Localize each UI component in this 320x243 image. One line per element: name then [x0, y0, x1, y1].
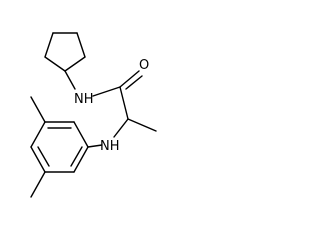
methyl-bond — [30, 171, 46, 198]
atom-label-amide-nh: NH — [74, 92, 94, 107]
cyclopentyl-ring — [44, 32, 86, 72]
bond — [64, 56, 86, 72]
aromatic-double-bond — [37, 146, 50, 167]
carbonyl-double-bond — [125, 75, 143, 90]
bond — [127, 118, 157, 132]
benzene-ring — [30, 121, 89, 173]
molecule-structure: NH O NH — [30, 32, 157, 198]
atom-label-amine-nh: NH — [100, 139, 120, 154]
bond — [76, 32, 86, 58]
bond — [119, 86, 129, 120]
bond — [30, 146, 46, 173]
bond — [44, 32, 54, 58]
bond — [73, 146, 89, 173]
carbonyl-double-bond — [119, 70, 140, 88]
bond — [30, 121, 46, 148]
bond — [44, 56, 66, 72]
bond — [113, 118, 129, 138]
bond — [73, 121, 89, 148]
atom-label-carbonyl-o: O — [139, 58, 149, 73]
bond — [64, 70, 76, 90]
methyl-bond — [30, 96, 46, 123]
bond — [92, 86, 121, 97]
bond — [87, 144, 103, 148]
aromatic-double-bond — [70, 146, 83, 167]
